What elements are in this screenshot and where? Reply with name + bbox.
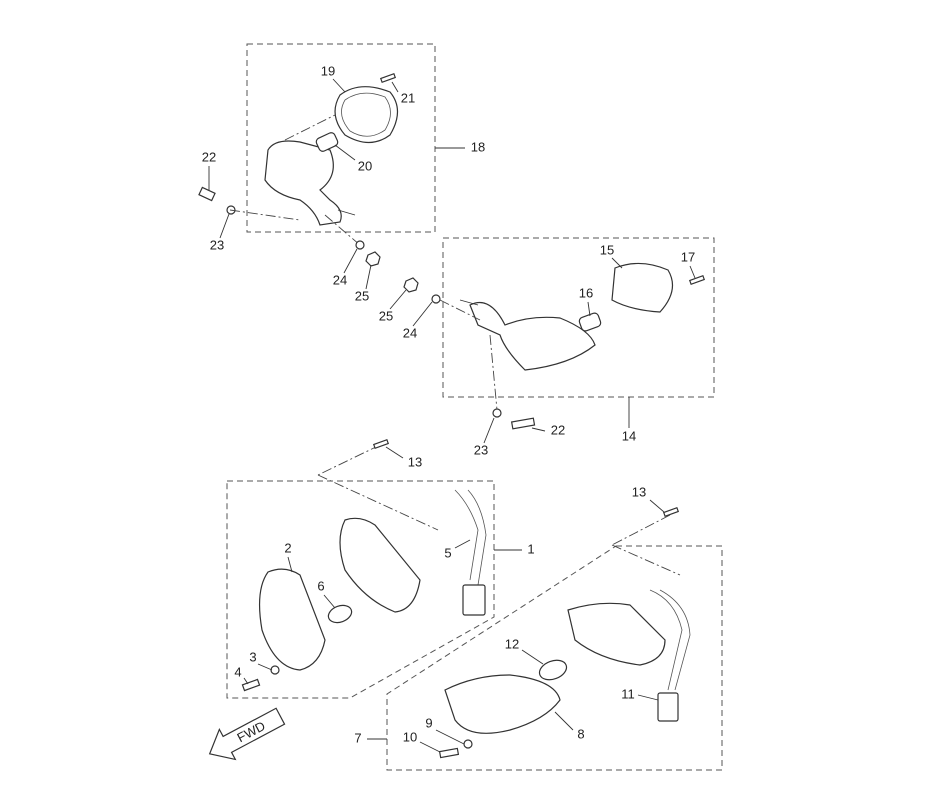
part-label: 25 (355, 288, 369, 303)
leader-lines (208, 78, 696, 753)
part-label: 18 (471, 139, 485, 154)
part-label: 24 (333, 272, 347, 287)
part-label: 22 (551, 422, 565, 437)
flasher-front-left (241, 489, 487, 692)
washer (355, 240, 365, 250)
screw-13 (662, 506, 680, 518)
part-label: 4 (234, 664, 241, 679)
assembly-box-7 (386, 545, 723, 771)
washer (492, 408, 502, 418)
part-label: 12 (505, 636, 519, 651)
washer (431, 294, 441, 304)
nut (403, 277, 419, 293)
fwd-arrow: FWD (208, 707, 286, 761)
part-label: 7 (354, 730, 361, 745)
screw-13 (372, 438, 390, 450)
part-label: 13 (632, 484, 646, 499)
part-label: 15 (600, 242, 614, 257)
part-label: 8 (577, 726, 584, 741)
part-label: 13 (408, 454, 422, 469)
assembly-box-18 (246, 43, 436, 233)
flasher-front-right (438, 589, 691, 759)
part-label: 1 (527, 541, 534, 556)
part-label: 16 (579, 285, 593, 300)
part-label: 22 (202, 149, 216, 164)
part-label: 23 (210, 237, 224, 252)
part-label: 5 (444, 545, 451, 560)
part-label: 6 (317, 578, 324, 593)
part-label: 3 (249, 649, 256, 664)
part-label: 17 (681, 249, 695, 264)
part-label: 19 (321, 63, 335, 78)
part-label: 25 (379, 308, 393, 323)
flasher-rear-left (198, 72, 399, 226)
part-label: 10 (403, 729, 417, 744)
part-labels: 19 21 20 18 22 23 24 25 25 24 15 17 16 1… (202, 63, 695, 745)
assembly-box-14 (442, 237, 715, 398)
part-label: 21 (401, 90, 415, 105)
bolt (510, 417, 536, 430)
part-label: 20 (358, 158, 372, 173)
part-label: 24 (403, 325, 417, 340)
part-label: 2 (284, 540, 291, 555)
part-label: 14 (622, 428, 636, 443)
flasher-rear-right (459, 262, 706, 371)
part-label: 23 (474, 442, 488, 457)
part-label: 11 (621, 686, 635, 701)
part-label: 9 (425, 715, 432, 730)
nut (365, 251, 381, 267)
assembly-box-1 (226, 480, 495, 699)
